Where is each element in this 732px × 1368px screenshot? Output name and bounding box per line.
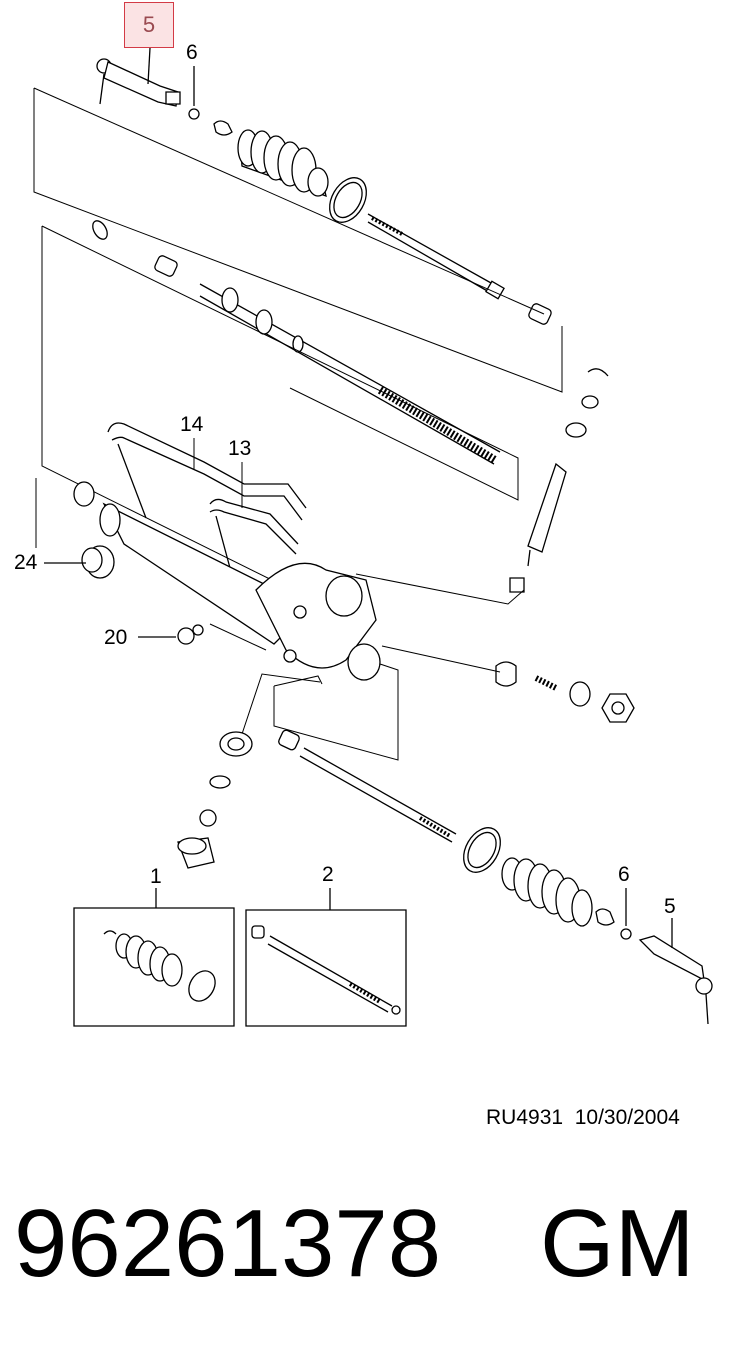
pinion-bearing-lower[interactable]	[178, 732, 252, 868]
tube-14[interactable]	[108, 423, 306, 520]
tube-13[interactable]	[210, 462, 298, 568]
clamp-ring-upper[interactable]	[322, 171, 374, 229]
callout-2[interactable]: 2	[322, 863, 334, 886]
clamp-ring-lower[interactable]	[456, 821, 508, 879]
inner-tie-rod-upper[interactable]	[368, 214, 504, 299]
callout-1[interactable]: 1	[150, 865, 162, 888]
gear-housing[interactable]	[74, 482, 380, 680]
rack-shaft[interactable]	[154, 255, 500, 464]
brand-label: GM	[540, 1190, 695, 1297]
boot-lower[interactable]	[502, 858, 614, 926]
boot-upper[interactable]	[238, 130, 328, 196]
pinion-assembly[interactable]	[510, 369, 608, 592]
tie-rod-end-upper[interactable]	[97, 59, 180, 106]
o-ring[interactable]	[90, 218, 110, 241]
kit-box-2[interactable]	[246, 888, 406, 1026]
tie-rod-end-lower[interactable]	[640, 936, 712, 1024]
callout-6-lower[interactable]: 6	[618, 863, 630, 886]
rack-adjuster[interactable]	[496, 662, 634, 722]
callout-20[interactable]: 20	[104, 626, 128, 649]
nut-lower[interactable]	[621, 888, 631, 939]
callout-5-lower[interactable]: 5	[664, 895, 676, 918]
kit-box-1[interactable]	[74, 888, 234, 1026]
fitting-20[interactable]	[178, 625, 203, 644]
drawing-date: 10/30/2004	[574, 1106, 680, 1129]
callout-6-upper[interactable]: 6	[186, 41, 198, 64]
steering-gear-exploded-diagram	[0, 0, 732, 1100]
callout-13[interactable]: 13	[228, 437, 252, 460]
callout-24[interactable]: 24	[14, 551, 38, 574]
drawing-ref-code: RU4931	[486, 1106, 564, 1129]
inner-tie-rod-lower[interactable]	[277, 729, 456, 842]
callout-5-highlighted[interactable]: 5	[124, 2, 174, 48]
drawing-reference: RU4931 10/30/2004	[486, 1106, 680, 1130]
nut-upper[interactable]	[189, 66, 199, 119]
bushing-24[interactable]	[82, 546, 114, 578]
callout-14[interactable]: 14	[180, 413, 204, 436]
bushing-upper[interactable]	[528, 303, 553, 326]
part-number: 96261378	[14, 1190, 442, 1297]
